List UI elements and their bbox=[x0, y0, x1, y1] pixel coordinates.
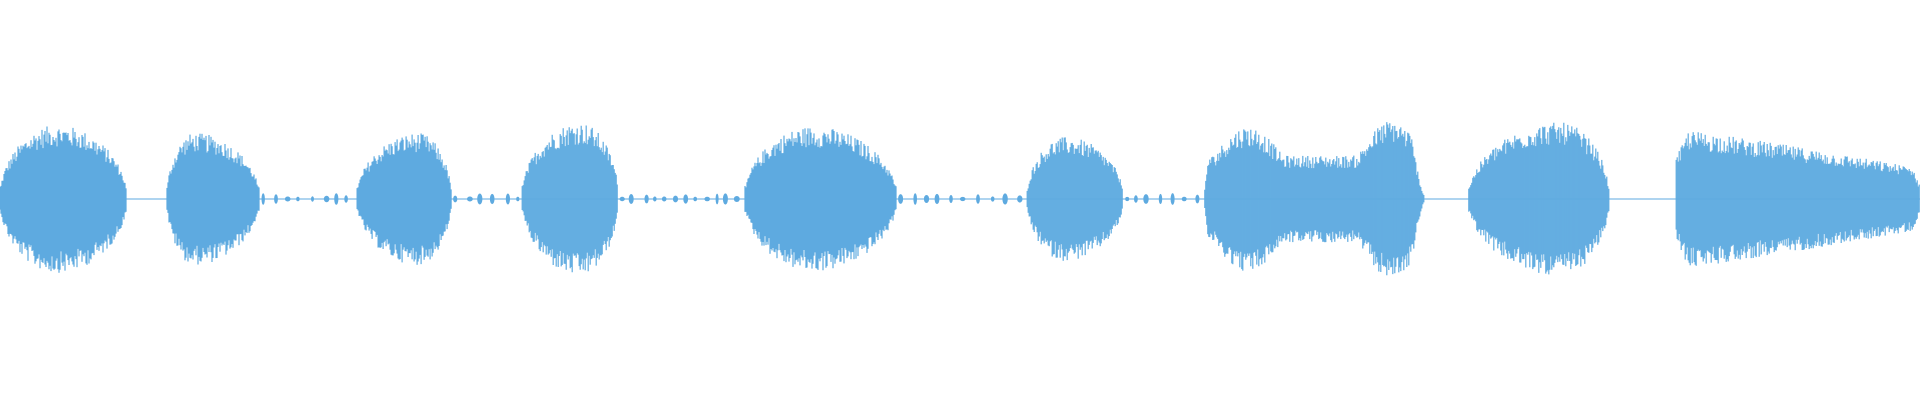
waveform-blip bbox=[1002, 193, 1008, 205]
waveform-blip bbox=[619, 196, 625, 202]
waveform-blip bbox=[1195, 194, 1200, 204]
waveform-blip bbox=[1170, 193, 1175, 205]
waveform-blip bbox=[733, 196, 740, 202]
waveform-segment-voice bbox=[0, 126, 127, 273]
waveform-segment-voice bbox=[521, 125, 618, 273]
waveform-segment-voice bbox=[744, 128, 897, 271]
waveform-blip bbox=[934, 193, 940, 205]
waveform-blip bbox=[990, 196, 995, 202]
waveform-segment-dots bbox=[453, 193, 520, 205]
waveform-blip bbox=[628, 194, 634, 204]
waveform-blip bbox=[1017, 195, 1023, 203]
waveform-blip bbox=[1134, 195, 1138, 203]
waveform-blip bbox=[672, 195, 679, 203]
waveform-blip bbox=[284, 196, 291, 202]
waveform-blip bbox=[467, 196, 473, 202]
waveform-blip bbox=[704, 196, 710, 202]
waveform-blip bbox=[516, 196, 520, 202]
waveform-segment-voice bbox=[1468, 122, 1610, 275]
waveform-blip bbox=[344, 195, 348, 203]
waveform-blip bbox=[949, 195, 953, 203]
waveform-blip bbox=[477, 193, 483, 205]
waveform-blip bbox=[661, 196, 667, 202]
waveform-blip bbox=[311, 196, 314, 202]
waveform-blip bbox=[489, 193, 495, 205]
waveform-segment-tail bbox=[1675, 132, 1920, 266]
waveform-blip bbox=[296, 196, 300, 202]
waveform-blip bbox=[693, 196, 698, 202]
waveform-blip bbox=[453, 195, 458, 203]
waveform-blip bbox=[683, 194, 689, 204]
waveform-blip bbox=[715, 193, 719, 205]
waveform-segment-dots bbox=[261, 193, 348, 205]
waveform-blip bbox=[505, 193, 510, 205]
waveform-blip bbox=[274, 194, 278, 204]
waveform-blip bbox=[959, 196, 966, 202]
waveform-blip bbox=[1143, 194, 1149, 204]
waveform-segment-voice bbox=[356, 133, 452, 265]
waveform-blip bbox=[653, 196, 657, 202]
waveform-blip bbox=[1158, 193, 1163, 205]
waveform-segment-voice2 bbox=[1204, 122, 1425, 276]
waveform-blip bbox=[722, 193, 728, 205]
waveform-segment-dots bbox=[1125, 193, 1200, 205]
waveform-segment-dots bbox=[898, 193, 1023, 205]
waveform-blip bbox=[644, 194, 649, 204]
waveform-blip bbox=[1125, 196, 1130, 202]
waveform-blip bbox=[334, 193, 339, 205]
waveform-blip bbox=[923, 195, 930, 203]
waveform-blip bbox=[913, 193, 917, 205]
waveform-blip bbox=[323, 195, 330, 203]
waveform-blip bbox=[261, 193, 265, 205]
waveform-blip bbox=[898, 194, 904, 204]
waveform-segment-dots bbox=[619, 193, 740, 205]
waveform-blip bbox=[976, 194, 980, 204]
waveform-blip bbox=[1181, 196, 1187, 202]
waveform-segment-voice bbox=[166, 133, 260, 265]
waveform-segment-voice bbox=[1026, 137, 1123, 261]
